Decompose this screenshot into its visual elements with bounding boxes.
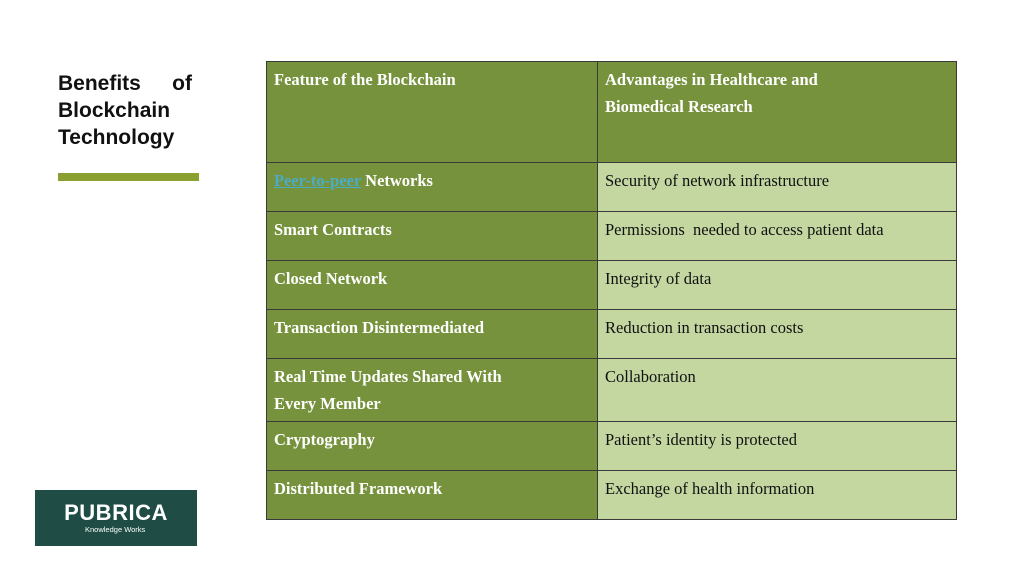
header-advantage-line-2: Biomedical Research	[605, 97, 753, 116]
table-row: Closed Network Integrity of data	[266, 260, 957, 310]
advantage-cell: Permissions needed to access patient dat…	[597, 211, 957, 261]
table-header-row: Feature of the Blockchain Advantages in …	[266, 61, 957, 163]
feature-cell: Transaction Disintermediated	[266, 309, 598, 359]
table-row: Distributed Framework Exchange of health…	[266, 470, 957, 520]
slide-title: Benefits of Blockchain Technology	[58, 70, 208, 151]
advantage-cell: Reduction in transaction costs	[597, 309, 957, 359]
title-word-of: of	[172, 72, 192, 95]
feature-cell: Closed Network	[266, 260, 598, 310]
title-line-1: Benefits of	[58, 70, 192, 97]
feature-cell: Peer-to-peer Networks	[266, 162, 598, 212]
advantage-cell: Collaboration	[597, 358, 957, 422]
table-row: Smart Contracts Permissions needed to ac…	[266, 211, 957, 261]
feature-cell: Smart Contracts	[266, 211, 598, 261]
title-accent-bar	[58, 173, 199, 181]
benefits-table: Feature of the Blockchain Advantages in …	[266, 61, 957, 520]
feature-cell-line-1: Real Time Updates Shared With	[274, 367, 502, 386]
title-line-3: Technology	[58, 126, 175, 149]
feature-cell: Real Time Updates Shared With Every Memb…	[266, 358, 598, 422]
table-row: Cryptography Patient’s identity is prote…	[266, 421, 957, 471]
logo-tagline: Knowledge Works	[85, 525, 146, 534]
pubrica-logo: PUBRICA Knowledge Works	[35, 490, 197, 546]
feature-cell: Cryptography	[266, 421, 598, 471]
header-advantage: Advantages in Healthcare and Biomedical …	[597, 61, 957, 163]
title-line-2: Blockchain	[58, 99, 171, 122]
advantage-cell: Integrity of data	[597, 260, 957, 310]
table-row: Transaction Disintermediated Reduction i…	[266, 309, 957, 359]
advantage-cell: Exchange of health information	[597, 470, 957, 520]
advantage-cell: Security of network infrastructure	[597, 162, 957, 212]
peer-to-peer-link[interactable]: Peer-to-peer	[274, 171, 362, 190]
feature-cell: Distributed Framework	[266, 470, 598, 520]
title-word-benefits: Benefits	[58, 72, 141, 95]
table-row: Real Time Updates Shared With Every Memb…	[266, 358, 957, 422]
feature-cell-text: Networks	[361, 171, 433, 190]
advantage-cell: Patient’s identity is protected	[597, 421, 957, 471]
header-feature: Feature of the Blockchain	[266, 61, 598, 163]
header-advantage-line-1: Advantages in Healthcare and	[605, 70, 818, 89]
logo-name: PUBRICA	[64, 500, 168, 525]
feature-cell-line-2: Every Member	[274, 394, 381, 413]
table-row: Peer-to-peer Networks Security of networ…	[266, 162, 957, 212]
